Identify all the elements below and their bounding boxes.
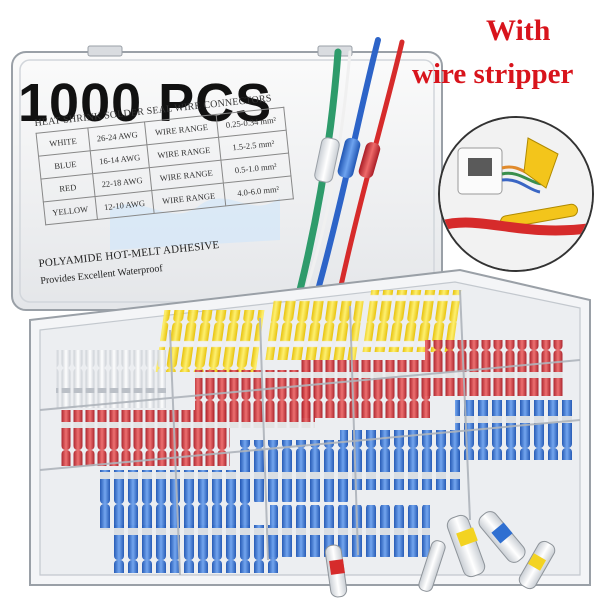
pieces-count-title: 1000 PCS xyxy=(18,73,273,133)
wire-stripper-icon xyxy=(440,118,592,270)
spec-color: YELLOW xyxy=(43,196,98,225)
wire-stripper-callout-line2: wire stripper xyxy=(412,58,574,90)
wire-stripper-inset xyxy=(438,116,594,272)
wire-stripper-callout-line1: With xyxy=(486,14,551,47)
